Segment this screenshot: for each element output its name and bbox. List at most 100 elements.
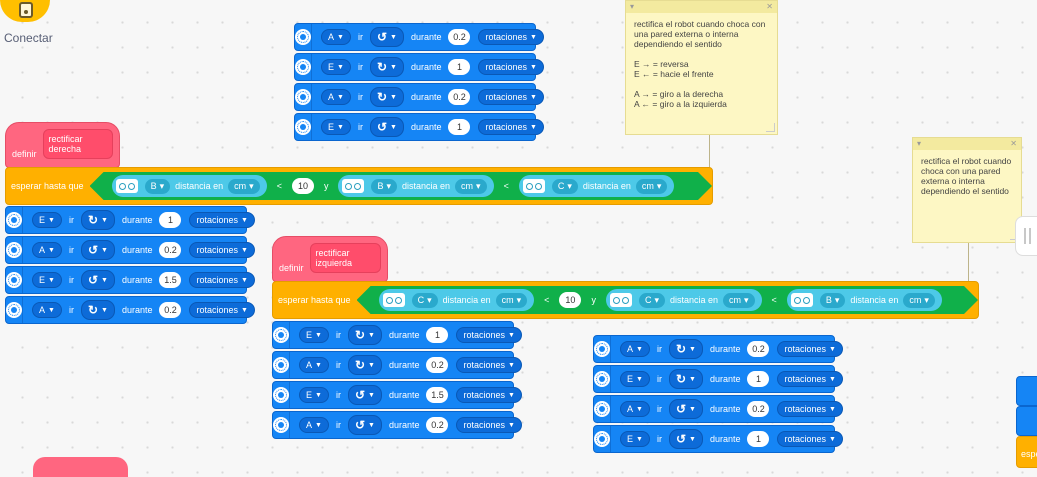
direction-dropdown[interactable]: ↺▼ [668, 399, 703, 419]
comment-note-2[interactable]: ▾✕ rectifica el robot cuando choca con u… [912, 137, 1022, 243]
motor-port-dropdown[interactable]: A▼ [321, 29, 351, 45]
direction-dropdown[interactable]: ↻▼ [347, 325, 382, 345]
comment-bar[interactable]: ▾✕ [913, 138, 1021, 150]
direction-dropdown[interactable]: ↺▼ [347, 415, 382, 435]
rotation-input[interactable]: 1.5 [159, 272, 182, 288]
unit-dropdown[interactable]: cm▾ [636, 179, 668, 194]
connect-button[interactable] [0, 0, 50, 22]
rotation-input[interactable]: 0.2 [747, 401, 770, 417]
motor-port-dropdown[interactable]: A▼ [299, 357, 329, 373]
motor-port-dropdown[interactable]: E▼ [620, 371, 650, 387]
unit-dropdown[interactable]: rotaciones▼ [456, 387, 522, 403]
rotation-input[interactable]: 0.2 [448, 29, 471, 45]
unit-dropdown[interactable]: cm▾ [228, 179, 260, 194]
define-block-partial[interactable] [33, 457, 128, 477]
direction-dropdown[interactable]: ↺▼ [80, 240, 115, 260]
motor-port-dropdown[interactable]: E▼ [32, 212, 62, 228]
comment-bar[interactable]: ▾✕ [626, 1, 777, 13]
unit-dropdown[interactable]: rotaciones▼ [189, 272, 255, 288]
procedure-name[interactable]: rectificar derecha [42, 129, 113, 159]
rotation-input[interactable]: 0.2 [448, 89, 471, 105]
unit-dropdown[interactable]: rotaciones▼ [777, 401, 843, 417]
direction-dropdown[interactable]: ↺▼ [369, 27, 404, 47]
motor-port-dropdown[interactable]: E▼ [620, 431, 650, 447]
rotation-input[interactable]: 0.2 [426, 417, 449, 433]
rotation-input[interactable]: 0.2 [747, 341, 770, 357]
unit-dropdown[interactable]: cm▾ [455, 179, 487, 194]
direction-dropdown[interactable]: ↻▼ [668, 369, 703, 389]
motor-port-dropdown[interactable]: A▼ [32, 302, 62, 318]
motor-port-dropdown[interactable]: E▼ [321, 119, 351, 135]
unit-dropdown[interactable]: rotaciones▼ [456, 357, 522, 373]
direction-dropdown[interactable]: ↻▼ [80, 210, 115, 230]
unit-dropdown[interactable]: rotaciones▼ [777, 371, 843, 387]
comment-note-1[interactable]: ▾✕ rectifica el robot cuando choca con u… [625, 0, 778, 135]
define-block-left[interactable]: definir rectificar izquierda [272, 236, 388, 282]
sensor-port-dropdown[interactable]: C▾ [639, 293, 665, 308]
motor-port-dropdown[interactable]: E▼ [321, 59, 351, 75]
close-icon[interactable]: ✕ [1010, 139, 1017, 148]
direction-dropdown[interactable]: ↺▼ [80, 270, 115, 290]
motor-port-dropdown[interactable]: A▼ [32, 242, 62, 258]
sensor-port-dropdown[interactable]: B▾ [820, 293, 846, 308]
unit-dropdown[interactable]: cm▾ [903, 293, 935, 308]
collapse-icon[interactable]: ▾ [630, 2, 635, 11]
direction-dropdown[interactable]: ↻▼ [668, 339, 703, 359]
unit-dropdown[interactable]: rotaciones▼ [777, 431, 843, 447]
motor-port-dropdown[interactable]: A▼ [299, 417, 329, 433]
direction-dropdown[interactable]: ↺▼ [668, 429, 703, 449]
sensor-port-dropdown[interactable]: B▾ [371, 179, 397, 194]
unit-dropdown[interactable]: cm▾ [496, 293, 528, 308]
panel-resize-handle[interactable] [1015, 216, 1037, 256]
direction-dropdown[interactable]: ↻▼ [369, 87, 404, 107]
unit-dropdown[interactable]: cm▾ [723, 293, 755, 308]
unit-dropdown[interactable]: rotaciones▼ [478, 29, 544, 45]
procedure-name[interactable]: rectificar izquierda [309, 243, 381, 273]
unit-dropdown[interactable]: rotaciones▼ [456, 417, 522, 433]
rotation-input[interactable]: 1 [159, 212, 182, 228]
threshold-input[interactable]: 10 [292, 178, 314, 194]
rotation-input[interactable]: 1 [747, 431, 770, 447]
wait-block-partial[interactable]: espe [1016, 436, 1037, 468]
rotation-input[interactable]: 1 [448, 59, 471, 75]
rotation-input[interactable]: 0.2 [426, 357, 449, 373]
motor-port-dropdown[interactable]: E▼ [299, 327, 329, 343]
close-icon[interactable]: ✕ [766, 2, 773, 11]
define-block-right[interactable]: definir rectificar derecha [5, 122, 120, 168]
rotation-input[interactable]: 1.5 [426, 387, 449, 403]
motor-port-dropdown[interactable]: A▼ [620, 401, 650, 417]
sensor-port-dropdown[interactable]: C▾ [412, 293, 438, 308]
unit-dropdown[interactable]: rotaciones▼ [478, 119, 544, 135]
unit-dropdown[interactable]: rotaciones▼ [478, 59, 544, 75]
unit-dropdown[interactable]: rotaciones▼ [456, 327, 522, 343]
unit-dropdown[interactable]: rotaciones▼ [478, 89, 544, 105]
collapse-icon[interactable]: ▾ [917, 139, 922, 148]
rotation-input[interactable]: 1 [747, 371, 770, 387]
motor-port-dropdown[interactable]: A▼ [620, 341, 650, 357]
direction-dropdown[interactable]: ↻▼ [347, 355, 382, 375]
direction-dropdown[interactable]: ↻▼ [80, 300, 115, 320]
motor-port-dropdown[interactable]: E▼ [32, 272, 62, 288]
rotation-input[interactable]: 0.2 [159, 242, 182, 258]
